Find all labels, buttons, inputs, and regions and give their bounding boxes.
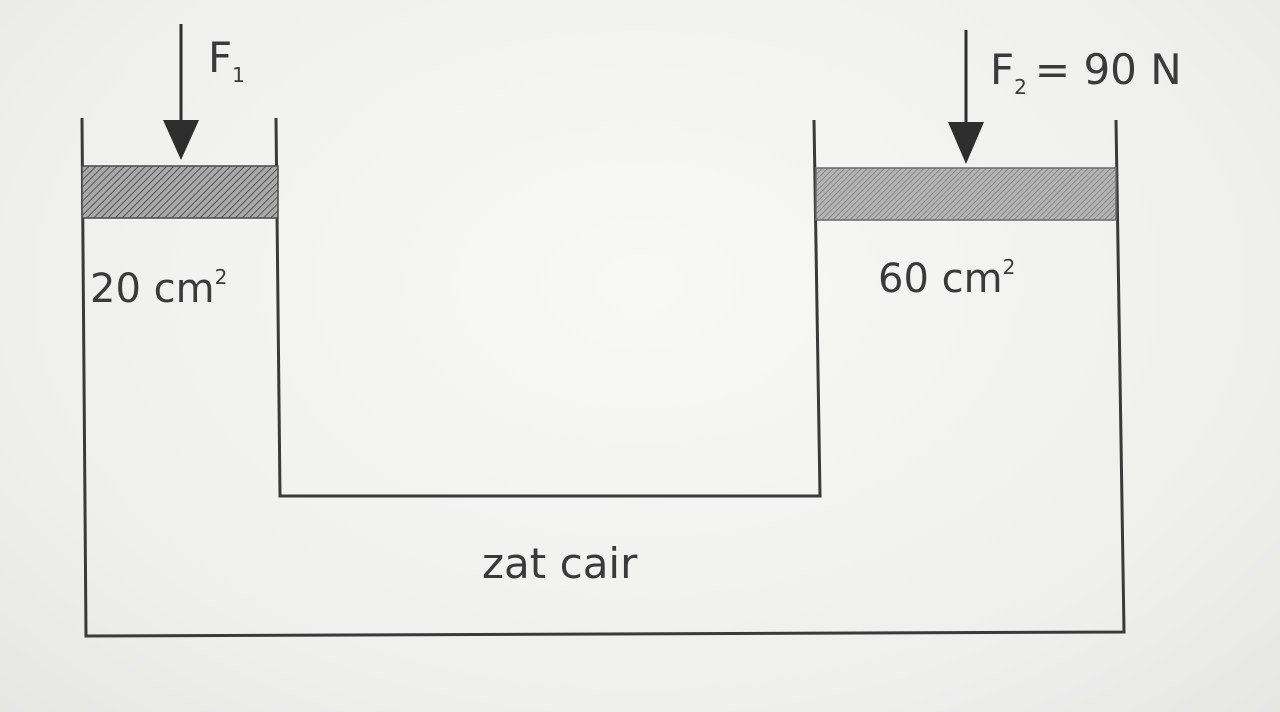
right-force-arrow: [948, 30, 984, 164]
left-piston: [81, 165, 279, 219]
right-force-label: F2= 90 N: [990, 45, 1182, 99]
left-force-arrow: [163, 24, 199, 160]
right-piston: [815, 167, 1117, 221]
left-force-label: F1: [208, 33, 245, 87]
fluid-label: zat cair: [482, 539, 638, 588]
left-area-label: 20 cm2: [90, 265, 227, 312]
right-area-label: 60 cm2: [878, 255, 1015, 302]
container-outline: [80, 117, 1126, 638]
